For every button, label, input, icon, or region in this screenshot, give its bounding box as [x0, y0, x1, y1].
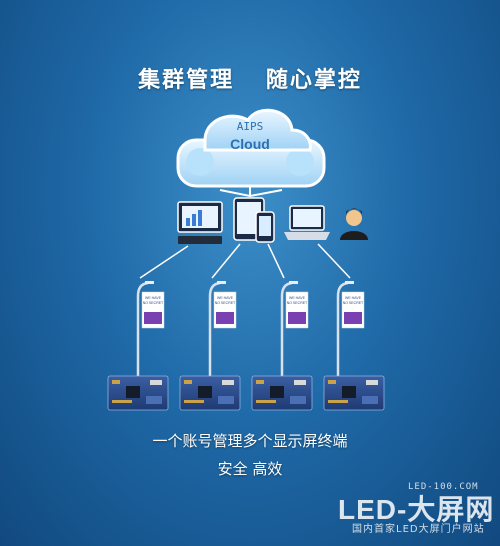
- cloud-label-line2: Cloud: [230, 136, 270, 152]
- light-pole-2: WE HAVE NO SECRET: [208, 281, 237, 378]
- controller-board-2: [179, 375, 241, 411]
- light-pole-3: WE HAVE NO SECRET: [280, 281, 309, 378]
- svg-text:NO SECRET: NO SECRET: [343, 301, 364, 305]
- light-pole-4: WE HAVE NO SECRET: [336, 281, 365, 378]
- connection-lines: [139, 243, 351, 279]
- cloud-icon: AIPS Cloud: [176, 108, 326, 188]
- controller-board-1: [107, 375, 169, 411]
- controller-board-3: [251, 375, 313, 411]
- svg-text:WE HAVE: WE HAVE: [217, 296, 234, 300]
- page-title: 集群管理 随心掌控: [0, 62, 500, 94]
- tablet-phone-icon: [233, 197, 275, 243]
- watermark-logo: LED-大屏网: [338, 494, 495, 525]
- title-right: 随心掌控: [265, 68, 362, 93]
- svg-text:NO SECRET: NO SECRET: [143, 301, 164, 305]
- light-pole-1: WE HAVE NO SECRET: [136, 281, 165, 378]
- user-avatar-icon: [340, 208, 368, 240]
- title-left: 集群管理: [138, 68, 235, 93]
- caption-line-1: 一个账号管理多个显示屏终端: [152, 432, 348, 450]
- svg-text:NO SECRET: NO SECRET: [287, 301, 308, 305]
- watermark-tagline: 国内首家LED大屏门户网站: [352, 524, 485, 535]
- cloud-label-line1: AIPS: [237, 120, 264, 133]
- controller-board-4: [323, 375, 385, 411]
- caption-line-2: 安全 高效: [217, 460, 283, 478]
- laptop-icon: [284, 205, 330, 240]
- cloud-connector: [219, 186, 283, 198]
- svg-text:WE HAVE: WE HAVE: [289, 296, 306, 300]
- svg-text:NO SECRET: NO SECRET: [215, 301, 236, 305]
- watermark-site: LED-100.COM: [408, 482, 479, 492]
- svg-text:WE HAVE: WE HAVE: [345, 296, 362, 300]
- desktop-monitor-icon: [177, 201, 223, 244]
- svg-text:WE HAVE: WE HAVE: [145, 296, 162, 300]
